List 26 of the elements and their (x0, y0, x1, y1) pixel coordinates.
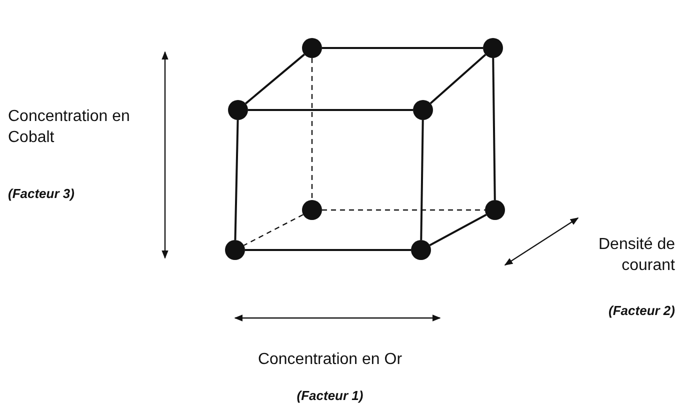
corner-point (302, 200, 322, 220)
factor-label: (Facteur 1) (296, 388, 364, 405)
axis-label: Densité de courant (598, 235, 675, 276)
corner-point (302, 38, 322, 58)
cube-edge (248, 109, 413, 111)
corner-point (483, 38, 503, 58)
factor-label: (Facteur 2) (608, 303, 675, 320)
cube-edge (429, 214, 487, 246)
cube-edge (244, 214, 304, 246)
cube-edge (322, 47, 483, 49)
cube-edge (322, 209, 485, 211)
corner-point (485, 200, 505, 220)
axis-label: Concentration en Or (256, 350, 404, 370)
axis-label: Concentration en Cobalt (8, 107, 131, 148)
cube-edge (430, 54, 486, 104)
factor-label: (Facteur 3) (8, 186, 76, 203)
cube-edge (245, 249, 411, 251)
corner-point (411, 240, 431, 260)
corner-point (413, 100, 433, 120)
cube-edge (420, 120, 424, 240)
corner-point (225, 240, 245, 260)
cube-edge (245, 54, 305, 104)
cube-edge (311, 58, 313, 200)
cube-edge (234, 120, 239, 240)
corner-point (228, 100, 248, 120)
cube-edge (492, 58, 496, 200)
